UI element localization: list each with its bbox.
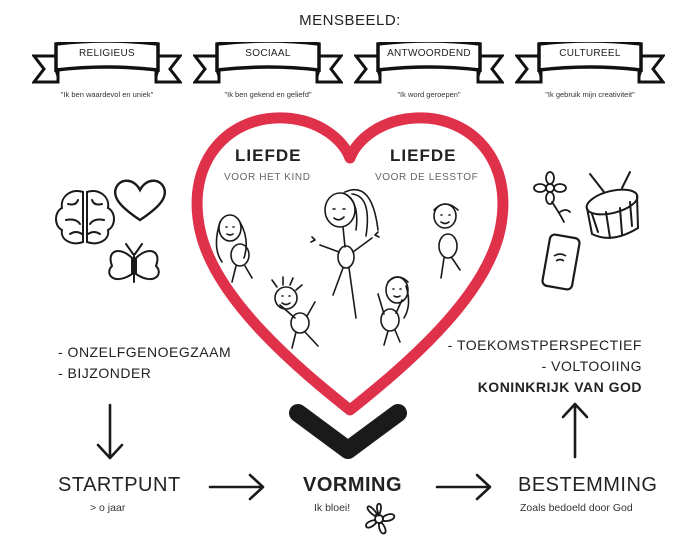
vorming-label: VORMING [303,474,403,496]
right-list: - TOEKOMSTPERSPECTIEF - VOLTOOIING KONIN… [448,335,642,398]
ribbon-label: CULTUREEL [559,48,621,59]
quote-cultureel: "Ik gebruik mijn creativiteit" [545,90,635,99]
phone-icon [541,233,581,291]
right-icon-group [533,171,640,291]
heart-icon [113,179,167,222]
ribbon-label: SOCIAAL [245,48,291,59]
bestemming-label: BESTEMMING [518,474,658,496]
heart-right-title: LIEFDE [390,146,457,165]
start-sub: > o jaar [90,502,126,514]
ribbon-cultureel: CULTUREEL [515,42,665,102]
right-list-item: - TOEKOMSTPERSPECTIEF [447,337,642,353]
left-icon-group [55,179,167,283]
quote-antwoordend: "Ik word geroepen" [397,90,461,99]
quote-religieus: "Ik ben waardevol en uniek" [60,90,154,99]
start-label: STARTPUNT [58,474,181,496]
diagram-title: MENSBEELD: [299,12,401,29]
down-arrow-icon [96,403,124,460]
drum-icon [585,171,640,239]
heart-left-title: LIEFDE [235,146,302,165]
left-list: - ONZELFGENOEGZAAM - BIJZONDER [58,342,231,384]
ribbon-label: RELIGIEUS [78,48,136,59]
ribbon-antwoordend: ANTWOORDEND [354,42,504,102]
ribbon-sociaal: SOCIAAL [193,42,343,102]
up-arrow-icon [561,402,589,459]
left-list-item: - ONZELFGENOEGZAAM [58,344,232,360]
ribbon-religieus: RELIGIEUS [32,42,182,102]
ribbon-label: ANTWOORDEND [387,48,471,59]
right-arrow-icon [208,473,265,501]
quote-sociaal: "Ik ben gekend en geliefd" [224,90,312,99]
flower-icon [365,502,396,535]
flower-icon [533,171,571,223]
right-list-item: - VOLTOOIING [541,358,642,374]
left-list-item: - BIJZONDER [58,365,152,381]
heart-left-sub: VOOR HET KIND [224,172,311,183]
brain-icon [55,190,115,245]
right-arrow-icon [435,473,492,501]
bestemming-sub: Zoals bedoeld door God [520,502,633,514]
right-list-item: KONINKRIJK VAN GOD [477,379,642,395]
vorming-sub: Ik bloei! [314,502,351,514]
heart-right-sub: VOOR DE LESSTOF [375,172,479,183]
butterfly-icon [108,243,160,283]
